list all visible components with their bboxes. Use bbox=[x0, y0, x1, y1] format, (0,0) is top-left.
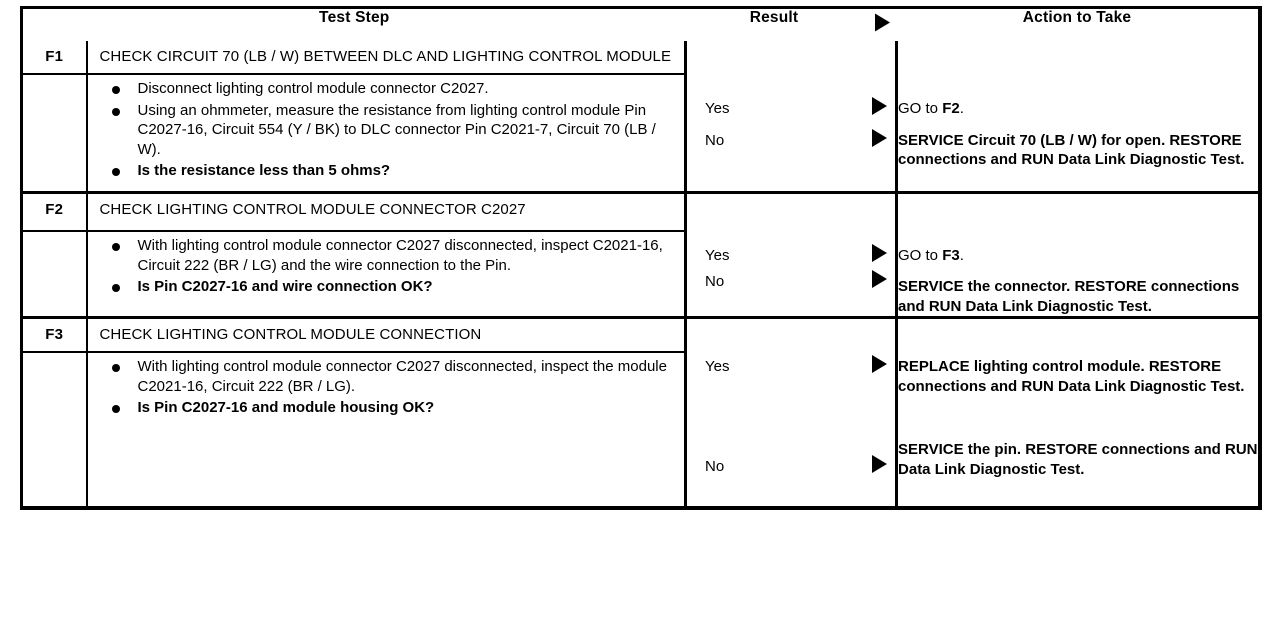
bullet-item-question: Is Pin C2027-16 and wire connection OK? bbox=[100, 277, 675, 297]
result-label-no: No bbox=[705, 272, 725, 290]
action-cell-f3: REPLACE lighting control module. RESTORE… bbox=[896, 316, 1260, 508]
column-header-action-to-take: Action to Take bbox=[1022, 9, 1132, 26]
bullet-item: With lighting control module connector C… bbox=[100, 236, 675, 275]
step-bullets-f3: With lighting control module connector C… bbox=[86, 352, 688, 508]
right-triangle-icon bbox=[872, 355, 888, 379]
step-id-f2: F2 bbox=[21, 190, 88, 233]
step-bullets-f2: With lighting control module connector C… bbox=[86, 231, 688, 318]
step-title-row-f3: F3 CHECK LIGHTING CONTROL MODULE CONNECT… bbox=[21, 316, 1260, 508]
result-label-yes: Yes bbox=[705, 246, 730, 264]
step-title-f2: CHECK LIGHTING CONTROL MODULE CONNECTOR … bbox=[86, 190, 688, 233]
pinpoint-test-table: Test Step Result Action to Take F1 CHECK… bbox=[20, 6, 1262, 510]
action-text-f1-no: SERVICE Circuit 70 (LB / W) for open. RE… bbox=[898, 131, 1245, 169]
result-label-no: No bbox=[705, 458, 725, 476]
action-text-f3-no: SERVICE the pin. RESTORE connections and… bbox=[898, 441, 1258, 478]
step-id-spacer-f1 bbox=[21, 74, 88, 193]
action-text-f2-no: SERVICE the connector. RESTORE connectio… bbox=[898, 278, 1240, 315]
right-triangle-icon bbox=[872, 97, 888, 121]
bullet-item: With lighting control module connector C… bbox=[100, 357, 675, 396]
step-title-f1: CHECK CIRCUIT 70 (LB / W) BETWEEN DLC AN… bbox=[86, 41, 688, 76]
result-list-f3: Yes No bbox=[687, 319, 895, 475]
step-id-spacer-f2 bbox=[21, 231, 88, 318]
result-list-f1: Yes No bbox=[687, 51, 895, 149]
bullet-item: Using an ohmmeter, measure the resistanc… bbox=[100, 101, 675, 160]
result-row-f2-no: No bbox=[687, 248, 895, 290]
right-triangle-icon bbox=[872, 129, 888, 153]
step-title-f3: CHECK LIGHTING CONTROL MODULE CONNECTION bbox=[86, 316, 688, 354]
action-text-f3-yes: REPLACE lighting control module. RESTORE… bbox=[898, 358, 1245, 395]
bullet-list-f1: Disconnect lighting control module conne… bbox=[100, 79, 675, 181]
result-label-yes: Yes bbox=[705, 358, 730, 376]
step-body-row-f3: With lighting control module connector C… bbox=[21, 352, 1260, 508]
action-cell-f1: GO to F2. SERVICE Circuit 70 (LB / W) fo… bbox=[897, 41, 1260, 192]
result-list-f2: Yes No bbox=[687, 194, 895, 290]
bullet-item-question: Is the resistance less than 5 ohms? bbox=[100, 161, 675, 181]
action-cell-f2: GO to F3. SERVICE the connector. RESTORE… bbox=[896, 190, 1260, 318]
table-header-row: Test Step Result Action to Take bbox=[22, 8, 1260, 42]
bullet-item-question: Is Pin C2027-16 and module housing OK? bbox=[100, 398, 675, 418]
column-header-test-step: Test Step bbox=[319, 9, 390, 26]
right-triangle-icon bbox=[872, 269, 888, 294]
action-text-f1-yes: GO to F2. bbox=[898, 100, 964, 117]
result-label-yes: Yes bbox=[705, 100, 730, 117]
result-row-f1-no: No bbox=[687, 107, 895, 149]
right-triangle-icon bbox=[874, 13, 890, 37]
result-label-no: No bbox=[705, 132, 725, 149]
step-bullets-f1: Disconnect lighting control module conne… bbox=[86, 74, 688, 193]
result-row-f3-no: No bbox=[687, 415, 895, 475]
step-body-row-f2: With lighting control module connector C… bbox=[21, 231, 1260, 318]
step-title-row-f1: F1 CHECK CIRCUIT 70 (LB / W) BETWEEN DLC… bbox=[21, 41, 1260, 193]
result-row-f2-yes: Yes bbox=[687, 194, 895, 264]
column-header-result: Result bbox=[686, 8, 897, 42]
right-triangle-icon bbox=[872, 455, 888, 479]
step-title-row-f2: F2 CHECK LIGHTING CONTROL MODULE CONNECT… bbox=[21, 190, 1260, 318]
step-body-row-f1: Disconnect lighting control module conne… bbox=[21, 74, 1260, 193]
step-id-f3: F3 bbox=[21, 316, 88, 354]
right-triangle-icon bbox=[872, 243, 888, 268]
table-body: F1 CHECK CIRCUIT 70 (LB / W) BETWEEN DLC… bbox=[21, 41, 1260, 508]
action-text-f2-yes: GO to F3. bbox=[898, 246, 964, 264]
column-header-result-label: Result bbox=[749, 9, 799, 26]
result-cell-f1: Yes No bbox=[685, 41, 899, 193]
result-row-f3-yes: Yes bbox=[687, 319, 895, 415]
result-cell-f2: Yes No bbox=[685, 190, 899, 318]
result-cell-f3: Yes No bbox=[685, 316, 899, 508]
bullet-list-f2: With lighting control module connector C… bbox=[100, 236, 675, 297]
bullet-list-f3: With lighting control module connector C… bbox=[100, 357, 675, 418]
step-id-f1: F1 bbox=[21, 41, 88, 76]
result-row-f1-yes: Yes bbox=[687, 51, 895, 117]
bullet-item: Disconnect lighting control module conne… bbox=[100, 79, 675, 99]
step-id-spacer-f3 bbox=[21, 352, 88, 508]
